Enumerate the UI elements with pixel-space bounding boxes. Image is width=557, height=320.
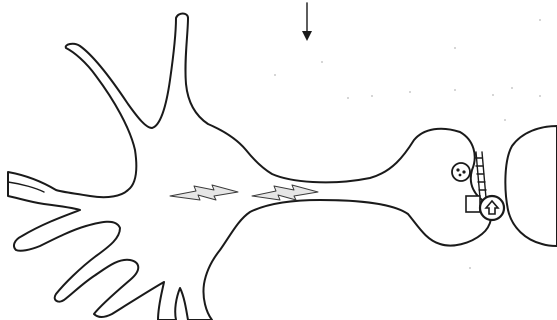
channel-ladder bbox=[476, 152, 486, 198]
vesicle-icon bbox=[452, 163, 470, 181]
paper-specks bbox=[274, 19, 541, 269]
postsynaptic-cell bbox=[505, 126, 557, 246]
down-arrow-icon bbox=[302, 3, 312, 41]
neuron-outline bbox=[8, 14, 491, 320]
